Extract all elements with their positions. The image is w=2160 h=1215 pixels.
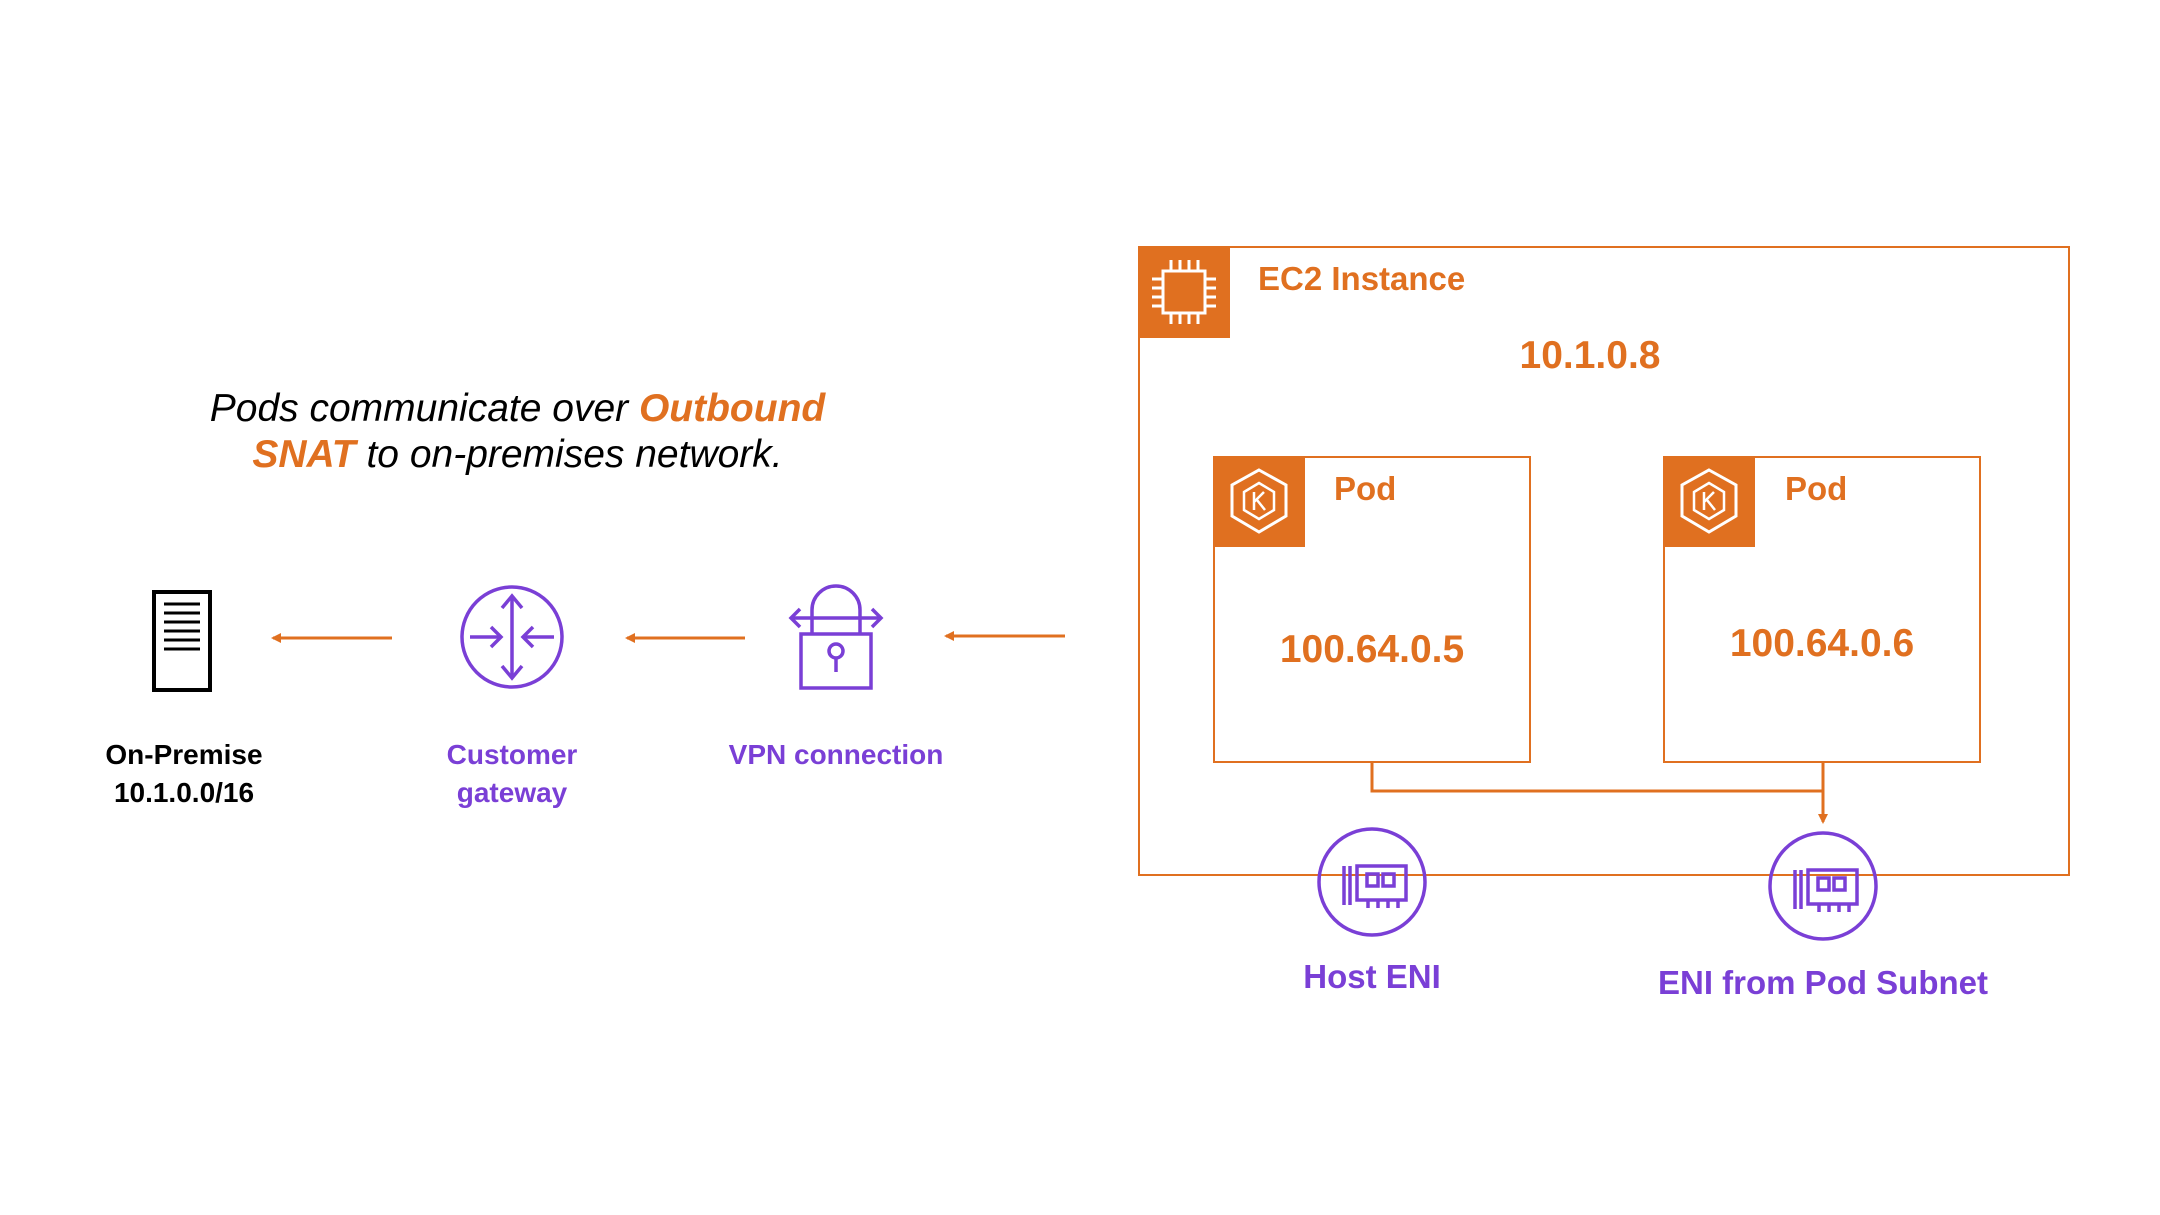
network-card-icon: [1317, 827, 1427, 937]
kubernetes-icon: [1680, 468, 1738, 534]
kubernetes-icon-badge-2: [1663, 456, 1755, 547]
vpn-lock-icon: [788, 584, 884, 690]
customer-gateway-line1: Customer: [446, 739, 578, 770]
on-premise-label: On-Premise 10.1.0.0/16: [72, 736, 296, 812]
ec2-instance-box: [1138, 246, 2070, 876]
network-card-icon: [1768, 831, 1878, 941]
pod-to-eni-connector: [1370, 763, 1825, 793]
customer-gateway-label: Customer gateway: [402, 736, 622, 812]
pod-title-2: Pod: [1785, 470, 1848, 507]
pod-title-1: Pod: [1334, 470, 1397, 507]
router-icon: [460, 585, 564, 689]
caption-highlight-snat: SNAT: [252, 433, 356, 476]
chip-icon-badge: [1138, 246, 1230, 338]
kubernetes-icon: [1230, 468, 1288, 534]
on-premise-cidr: 10.1.0.0/16: [113, 777, 255, 808]
caption: Pods communicate over Outbound SNAT to o…: [160, 386, 875, 478]
kubernetes-icon-badge-1: [1213, 456, 1305, 547]
on-premise-name: On-Premise: [105, 739, 263, 770]
caption-text-2: to on-premises network.: [355, 433, 783, 476]
customer-gateway-line2: gateway: [456, 777, 568, 808]
ec2-ip: 10.1.0.8: [1519, 334, 1661, 377]
caption-text-1: Pods communicate over: [209, 387, 639, 430]
vpn-connection-label: VPN connection: [728, 739, 944, 770]
pod-ip-2: 100.64.0.6: [1729, 622, 1915, 665]
host-eni-label: Host ENI: [1303, 958, 1441, 995]
caption-highlight-outbound: Outbound: [638, 387, 826, 430]
pod-ip-1: 100.64.0.5: [1279, 628, 1465, 671]
chip-icon: [1152, 260, 1216, 324]
pod-subnet-eni-label: ENI from Pod Subnet: [1658, 964, 1988, 1001]
ec2-title: EC2 Instance: [1258, 260, 1466, 297]
server-icon: [152, 590, 212, 692]
